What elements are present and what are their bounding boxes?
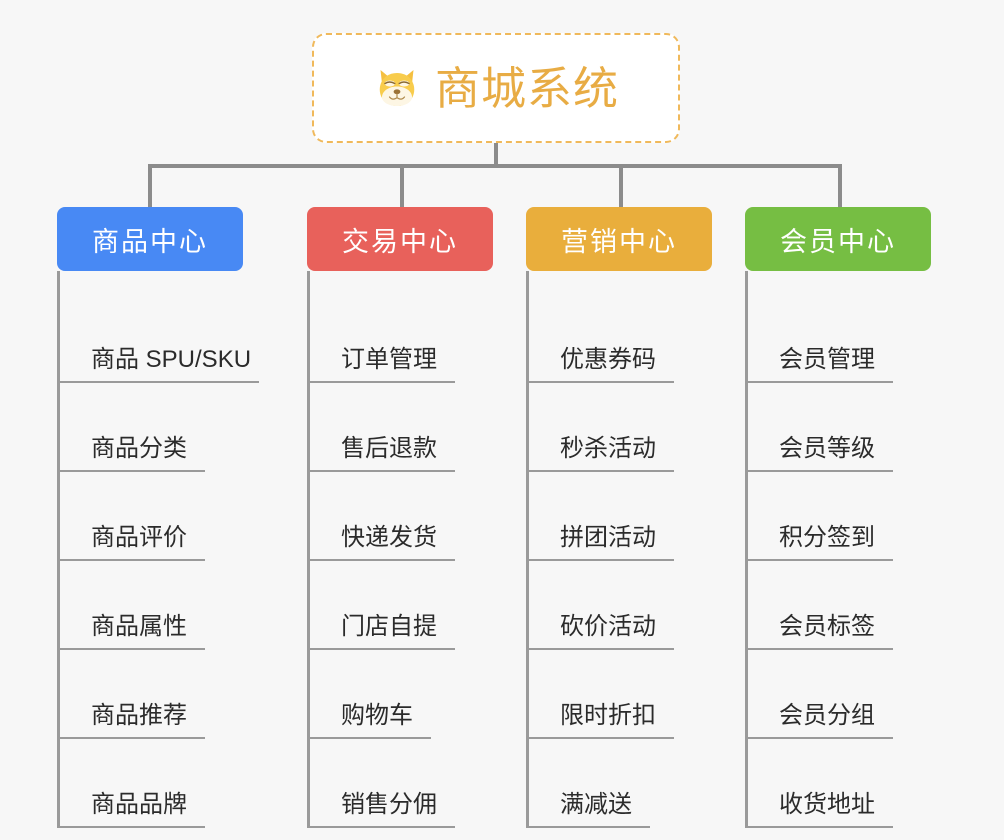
leaf-list-3: 优惠券码秒杀活动拼团活动砍价活动限时折扣满减送	[526, 271, 712, 828]
leaf-label: 商品推荐	[91, 701, 187, 729]
leaf-item[interactable]: 会员标签	[745, 561, 931, 650]
leaf-underline	[57, 737, 205, 739]
leaf-underline	[307, 737, 431, 739]
leaf-spine-4	[745, 271, 748, 828]
leaf-label: 门店自提	[341, 612, 437, 640]
leaf-underline	[526, 381, 674, 383]
leaf-underline	[526, 648, 674, 650]
leaf-spine-2	[307, 271, 310, 828]
leaf-spine-3	[526, 271, 529, 828]
leaf-item[interactable]: 积分签到	[745, 472, 931, 561]
leaf-label: 购物车	[341, 701, 413, 729]
leaf-list-1: 商品 SPU/SKU 商品分类商品评价商品属性商品推荐商品品牌	[57, 271, 259, 828]
leaf-underline	[57, 559, 205, 561]
leaf-label: 订单管理	[341, 345, 437, 373]
leaf-item[interactable]: 收货地址	[745, 739, 931, 828]
leaf-item[interactable]: 优惠券码	[526, 294, 712, 383]
leaf-label: 会员分组	[779, 701, 875, 729]
leaf-item[interactable]: 限时折扣	[526, 650, 712, 739]
leaf-underline	[57, 470, 205, 472]
leaf-underline	[526, 559, 674, 561]
leaf-label: 会员管理	[779, 345, 875, 373]
leaf-label: 商品属性	[91, 612, 187, 640]
leaf-label: 拼团活动	[560, 523, 656, 551]
connector-drop-2	[400, 164, 404, 207]
leaf-underline	[307, 826, 455, 828]
leaf-item[interactable]: 销售分佣	[307, 739, 493, 828]
branch-header-2[interactable]: 交易中心	[307, 207, 493, 271]
leaf-label: 收货地址	[779, 790, 875, 818]
leaf-underline	[745, 559, 893, 561]
branch-column-1: 商品中心商品 SPU/SKU 商品分类商品评价商品属性商品推荐商品品牌	[57, 207, 259, 828]
leaf-item[interactable]: 会员分组	[745, 650, 931, 739]
leaf-item[interactable]: 砍价活动	[526, 561, 712, 650]
leaf-underline	[745, 826, 893, 828]
connector-root-stem	[494, 143, 498, 167]
branch-column-4: 会员中心会员管理会员等级积分签到会员标签会员分组收货地址	[745, 207, 931, 828]
leaf-underline	[745, 648, 893, 650]
leaf-item[interactable]: 商品属性	[57, 561, 243, 650]
leaf-underline	[57, 648, 205, 650]
leaf-item[interactable]: 秒杀活动	[526, 383, 712, 472]
root-node[interactable]: 商城系统	[312, 33, 680, 143]
leaf-underline	[745, 470, 893, 472]
leaf-label: 会员标签	[779, 612, 875, 640]
shiba-dog-face-icon	[379, 70, 415, 106]
leaf-label: 砍价活动	[560, 612, 656, 640]
branch-header-4[interactable]: 会员中心	[745, 207, 931, 271]
leaf-underline	[307, 648, 455, 650]
leaf-underline	[57, 826, 205, 828]
leaf-label: 会员等级	[779, 434, 875, 462]
leaf-list-2: 订单管理售后退款快递发货门店自提购物车销售分佣	[307, 271, 493, 828]
leaf-underline	[526, 826, 650, 828]
leaf-spine-1	[57, 271, 60, 828]
leaf-underline	[307, 381, 455, 383]
leaf-label: 秒杀活动	[560, 434, 656, 462]
leaf-item[interactable]: 满减送	[526, 739, 712, 828]
leaf-item[interactable]: 拼团活动	[526, 472, 712, 561]
leaf-underline	[526, 737, 674, 739]
leaf-item[interactable]: 购物车	[307, 650, 493, 739]
leaf-item[interactable]: 商品 SPU/SKU	[57, 294, 259, 383]
branch-column-3: 营销中心优惠券码秒杀活动拼团活动砍价活动限时折扣满减送	[526, 207, 712, 828]
branch-header-3[interactable]: 营销中心	[526, 207, 712, 271]
leaf-item[interactable]: 商品品牌	[57, 739, 243, 828]
connector-drop-1	[148, 164, 152, 207]
leaf-underline	[307, 559, 455, 561]
leaf-label: 售后退款	[341, 434, 437, 462]
leaf-item[interactable]: 商品分类	[57, 383, 243, 472]
branch-column-2: 交易中心订单管理售后退款快递发货门店自提购物车销售分佣	[307, 207, 493, 828]
leaf-label: 商品 SPU/SKU	[91, 345, 252, 373]
leaf-item[interactable]: 快递发货	[307, 472, 493, 561]
leaf-item[interactable]: 会员等级	[745, 383, 931, 472]
leaf-label: 商品品牌	[91, 790, 187, 818]
leaf-underline	[307, 470, 455, 472]
connector-drop-3	[619, 164, 623, 207]
leaf-underline	[745, 381, 893, 383]
leaf-label: 商品评价	[91, 523, 187, 551]
root-title: 商城系统	[434, 62, 619, 114]
leaf-label: 满减送	[560, 790, 632, 818]
leaf-label: 积分签到	[779, 523, 875, 551]
leaf-item[interactable]: 会员管理	[745, 294, 931, 383]
leaf-item[interactable]: 商品推荐	[57, 650, 243, 739]
leaf-item[interactable]: 售后退款	[307, 383, 493, 472]
leaf-label: 优惠券码	[560, 345, 656, 373]
leaf-item[interactable]: 商品评价	[57, 472, 243, 561]
leaf-underline	[57, 381, 259, 383]
leaf-label: 快递发货	[341, 523, 437, 551]
branch-header-1[interactable]: 商品中心	[57, 207, 243, 271]
leaf-label: 销售分佣	[341, 790, 437, 818]
leaf-underline	[745, 737, 893, 739]
leaf-label: 限时折扣	[560, 701, 656, 729]
connector-bus	[148, 164, 842, 168]
leaf-item[interactable]: 订单管理	[307, 294, 493, 383]
leaf-underline	[526, 470, 674, 472]
leaf-label: 商品分类	[91, 434, 187, 462]
leaf-list-4: 会员管理会员等级积分签到会员标签会员分组收货地址	[745, 271, 931, 828]
leaf-item[interactable]: 门店自提	[307, 561, 493, 650]
connector-drop-4	[838, 164, 842, 207]
